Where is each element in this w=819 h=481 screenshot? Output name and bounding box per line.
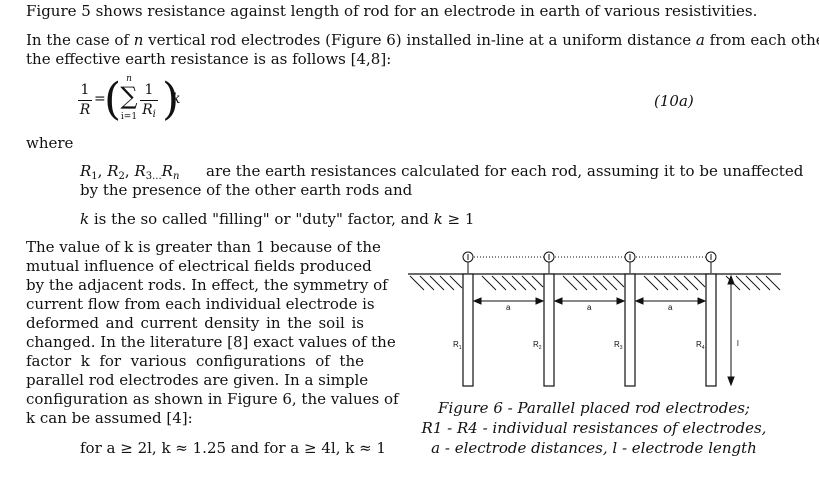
- formula-denominator-R: R: [79, 102, 91, 118]
- figure-caption-line-3: a - electrode distances, l - electrode l…: [431, 439, 757, 457]
- length-label: l: [737, 339, 739, 348]
- figure-caption-line-1: Figure 6 - Parallel placed rod electrode…: [438, 399, 750, 417]
- rod-1: [462, 251, 474, 387]
- left-para-line: deformed and current density in the soil…: [26, 314, 364, 332]
- formula-right-paren: ): [162, 74, 180, 125]
- figure-caption-line-2: R1 - R4 - individual resistances of elec…: [421, 419, 767, 437]
- formula-inner-one: 1: [144, 82, 154, 98]
- left-para-line: k can be assumed [4]:: [26, 409, 193, 427]
- formula-sum-upper: n: [126, 74, 132, 84]
- formula-numerator-one: 1: [80, 82, 90, 98]
- distance-arrows: [472, 274, 735, 387]
- rod-label-4: R4: [696, 340, 705, 351]
- distance-label-1: a: [506, 303, 511, 312]
- formula-left-paren: (: [104, 74, 122, 125]
- left-para-line: by the adjacent rods. In effect, the sym…: [26, 276, 388, 294]
- left-para-line: mutual influence of electrical fields pr…: [26, 257, 372, 275]
- k-values-line: for a ≥ 2l, k ≈ 1.25 and for a ≥ 4l, k ≈…: [80, 439, 386, 457]
- left-para-line: The value of k is greater than 1 because…: [26, 238, 381, 256]
- left-para-line: factor k for various configurations of t…: [26, 352, 364, 370]
- rod-paragraph-line-2: the effective earth resistance is as fol…: [26, 50, 392, 68]
- formula-fraction-bar: [78, 100, 92, 101]
- rod-paragraph-line-1: In the case of n vertical rod electrodes…: [26, 31, 819, 49]
- intro-sentence: Figure 5 shows resistance against length…: [26, 2, 758, 20]
- distance-label-2: a: [587, 303, 592, 312]
- formula-inner-bar: [140, 100, 158, 101]
- formula-k: k: [172, 91, 181, 107]
- rod-3: [624, 251, 636, 387]
- rod-label-2: R2: [533, 340, 542, 351]
- formula-inner-Ri: Ri: [142, 102, 156, 120]
- r-desc-line-1: are the earth resistances calculated for…: [206, 162, 804, 180]
- formula-10a: 1 R = ( n ∑ i=1 1 Ri ) k: [78, 74, 188, 126]
- equation-number: (10a): [654, 92, 694, 110]
- ground-hatching: [409, 275, 781, 291]
- formula-sum-lower: i=1: [120, 112, 138, 122]
- r-desc-line-2: by the presence of the other earth rods …: [80, 181, 413, 199]
- rod-4: [705, 251, 717, 387]
- left-para-line: configuration as shown in Figure 6, the …: [26, 390, 399, 408]
- rod-head-marks: [467, 254, 712, 260]
- k-definition: k is the so called "filling" or "duty" f…: [80, 210, 475, 228]
- r-list-line-1: R1, R2, R3...Rn: [80, 162, 180, 182]
- rod-label-3: R3: [614, 340, 623, 351]
- formula-equals: =: [94, 91, 106, 107]
- left-para-line: changed. In the literature [8] exact val…: [26, 333, 396, 351]
- formula-sigma: ∑: [120, 82, 138, 110]
- left-para-line: parallel rod electrodes are given. In a …: [26, 371, 369, 389]
- distance-label-3: a: [668, 303, 673, 312]
- where-label: where: [26, 134, 74, 152]
- rod-2: [543, 251, 555, 387]
- rod-label-1: R1: [453, 340, 462, 351]
- left-para-line: current flow from each individual electr…: [26, 295, 375, 313]
